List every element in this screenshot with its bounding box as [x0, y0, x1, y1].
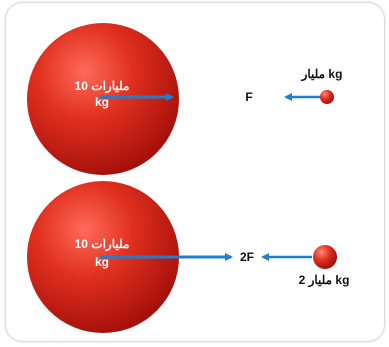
bottom-large-mass-label-line2: kg	[95, 255, 109, 269]
top-small-mass-label: مليار kg	[301, 67, 343, 82]
bottom-small-sphere	[313, 245, 337, 269]
bottom-system: 10 مليارات kg 2F 2 مليار kg	[27, 181, 349, 333]
top-large-mass-label-line1: 10 مليارات	[75, 79, 130, 94]
bottom-large-mass-label-line1: 10 مليارات	[75, 237, 130, 252]
bottom-small-mass-label: 2 مليار kg	[299, 273, 350, 288]
bottom-force-label: 2F	[240, 250, 254, 264]
top-large-mass-label-line2: kg	[95, 95, 109, 109]
top-system: 10 مليارات kg F مليار kg	[27, 23, 342, 175]
top-force-label: F	[245, 90, 252, 104]
top-small-sphere	[320, 90, 334, 104]
